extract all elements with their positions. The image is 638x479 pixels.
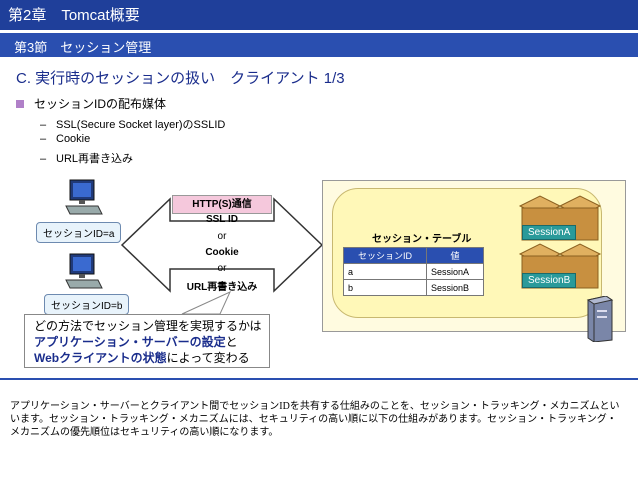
box-icon bbox=[518, 195, 602, 241]
table-cell: SessionA bbox=[426, 263, 484, 280]
mid-line-url: URL再書き込み bbox=[186, 282, 258, 293]
sub-item-ssl: –SSL(Secure Socket layer)のSSLID bbox=[40, 119, 226, 131]
table-cell: a bbox=[343, 263, 427, 280]
computer-icon bbox=[65, 179, 103, 215]
box-label-a: SessionA bbox=[522, 225, 577, 240]
footer-text: アプリケーション・サーバーとクライアント間でセッションIDを共有する仕組みのこと… bbox=[10, 401, 620, 438]
callout-line-3: Webクライアントの状態によって変わる bbox=[34, 351, 250, 365]
http-header-label: HTTP(S)通信 bbox=[172, 195, 272, 214]
bullet-square-icon bbox=[16, 100, 24, 108]
chapter-title: 第2章 Tomcat概要 bbox=[8, 7, 140, 24]
server-tower-icon bbox=[586, 296, 614, 342]
bullet-main: セッションIDの配布媒体 bbox=[34, 97, 167, 111]
table-header-row: セッションID 値 bbox=[343, 247, 484, 264]
sub-item-url-rewrite: –URL再書き込み bbox=[40, 153, 134, 165]
mid-line-or-1: or bbox=[217, 231, 227, 242]
table-row: a SessionA bbox=[343, 263, 484, 280]
table-row: b SessionB bbox=[343, 279, 484, 296]
table-header-session-id: セッションID bbox=[343, 247, 427, 264]
table-cell: SessionB bbox=[426, 279, 484, 296]
session-table: セッションID 値 a SessionA b SessionB bbox=[343, 247, 484, 296]
sub-item-cookie: –Cookie bbox=[40, 133, 91, 145]
client-label-a: セッションID=a bbox=[36, 222, 122, 243]
chapter-bar bbox=[0, 0, 638, 30]
table-header-value: 値 bbox=[426, 247, 484, 264]
callout-line-2: アプリケーション・サーバーの設定と bbox=[34, 335, 238, 349]
client-label-b: セッションID=b bbox=[44, 294, 130, 315]
mid-line-ssl: SSL ID bbox=[205, 214, 239, 225]
mid-line-or-2: or bbox=[217, 263, 227, 274]
section-bar bbox=[0, 33, 638, 57]
mid-line-cookie: Cookie bbox=[205, 247, 239, 258]
table-cell: b bbox=[343, 279, 427, 296]
box-label-b: SessionB bbox=[522, 273, 577, 288]
divider bbox=[0, 378, 638, 380]
section-title: 第3節 セッション管理 bbox=[14, 40, 152, 55]
callout-box bbox=[24, 314, 270, 368]
slide-title: C. 実行時のセッションの扱い クライアント 1/3 bbox=[16, 70, 345, 87]
callout-pointer bbox=[181, 290, 232, 315]
computer-icon bbox=[65, 253, 103, 289]
callout-line-1: どの方法でセッション管理を実現するかは bbox=[34, 319, 262, 333]
session-table-title: セッション・テーブル bbox=[372, 234, 472, 245]
